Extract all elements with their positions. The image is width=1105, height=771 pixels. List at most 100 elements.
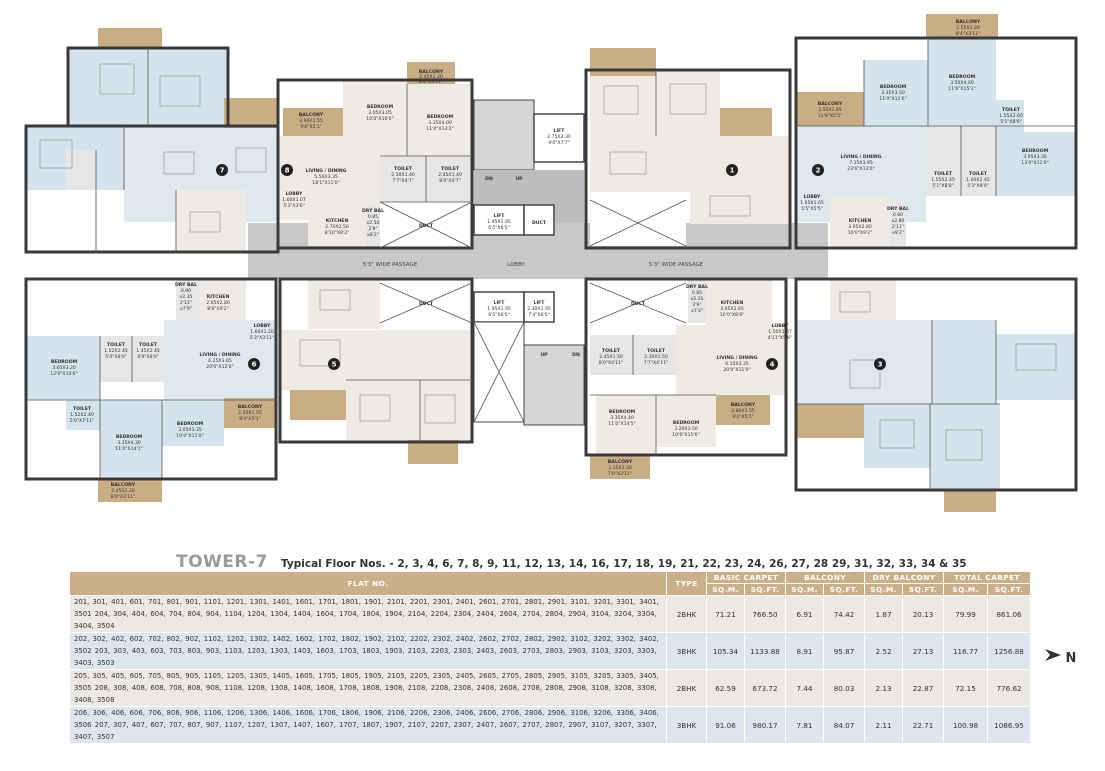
room-dim-ft: 9'2"X5'1" [732,414,754,420]
room-label: BALCONY [419,69,444,75]
header-basic-carpet: BASIC CARPET [705,571,787,584]
dry-balcony-sqft: 20.13 [902,595,945,633]
unit-number: 1 [730,167,735,175]
dry-balcony-sqft: 22.71 [902,706,945,744]
balcony-sqft: 80.03 [823,669,866,707]
duct-label: DUCT [532,220,547,226]
room-dim: 1.55X2.45 [931,177,955,183]
room-dim: 1.52X2.45 [104,348,128,354]
room-dim: 3.05X2.80 [848,224,872,230]
flat-numbers: 205, 305, 405, 605, 705, 805, 905, 1105,… [69,669,667,707]
header-sqft: SQ.FT. [823,583,866,596]
total-sqm: 72.15 [943,669,989,707]
room-dim: 3.65X3.20 [52,365,76,371]
room-dim-ft: 5'0"X8'0" [105,354,127,360]
room-dim: 6.25X3.65 [208,358,232,364]
room-label: BEDROOM [673,420,700,426]
dry-balcony-sqm: 1.87 [864,595,904,633]
room-dim-ft: 5'5"X5'5" [801,206,823,212]
room-label: LIVING / DINING [199,352,240,358]
room-label: LIVING / DINING [716,355,757,361]
lift-dim-ft: 6'5"X6'5" [488,312,510,318]
header-sqft: SQ.FT. [743,583,787,596]
room-dim: 2.90X1.55 [299,118,323,124]
room-label: TOILET [107,342,126,348]
basic-sqm: 62.59 [706,669,745,707]
room-dim: 2.80X1.55 [731,408,755,414]
balcony-sqft: 74.42 [823,595,866,633]
unit-3: 3 [794,277,1078,512]
unit-number: 6 [252,361,257,369]
unit-number: 4 [770,361,775,369]
balcony-sqm: 8.91 [785,632,825,670]
header-balcony: BALCONY [785,571,866,584]
room-dim: 2.45X1.20 [419,74,443,80]
room-dim: 1.60X1.07 [282,197,306,203]
tower-title: TOWER-7 [176,552,268,572]
room-dim: 3.95X3.35 [1023,154,1047,160]
header-type: TYPE [666,571,707,596]
room-dim-ft: x7'9" [180,306,192,312]
floor-plan: 7 8 BALCONY 2.90X1.55 9'6"X5'1" BEDROOM … [24,14,1078,512]
room-dim: 2.70X2.50 [325,224,349,230]
room-dim: x2.20 [691,296,704,302]
room-dim-ft: 23'6"X13'0" [847,166,874,172]
room-dim: 0.85 [692,290,702,296]
room-dim: 0.85 [368,214,378,220]
stair-dn: DN [485,176,493,182]
room-dim-ft: 20'0"X11'0" [723,367,750,373]
room-dim: 1.55X2.60 [999,113,1023,119]
core [473,99,585,426]
room-dim-ft: 10'6"X11'6" [672,432,699,438]
room-label: TOILET [969,171,988,177]
room-dim-ft: 11'0"X13'2" [426,126,453,132]
duct-label: DUCT [631,301,646,307]
basic-sqm: 105.34 [706,632,745,670]
room-dim-ft: 8'4"X5'1" [239,416,261,422]
flat-type: 2BHK [666,595,707,633]
room-label: DRY BAL [175,282,197,288]
balcony-sqft: 95.87 [823,632,866,670]
room-dim-ft: 9'6"X5'1" [300,124,322,130]
lift-label: LIFT [494,213,506,219]
room-dim-ft: 10'0"X11'0" [176,433,203,439]
dry-balcony-sqm: 2.13 [864,669,904,707]
flat-type: 2BHK [666,669,707,707]
total-sqm: 79.99 [943,595,989,633]
room-dim-ft: x9'2" [892,230,904,236]
basic-sqft: 673.72 [743,669,787,707]
room-dim: 2.55X1.20 [956,25,980,31]
room-label: LIVING / DINING [840,154,881,160]
room-dim-ft: 7'0"X3'11" [608,471,633,477]
unit-4: DUCT 4 DRY BAL 0.85 x2.20 2'9" x7'3" KIT… [584,277,792,479]
total-sqft: 861.06 [987,595,1032,633]
header-sqm: SQ.M. [706,583,745,596]
room-dim: 1.45X2.45 [136,348,160,354]
room-label: LOBBY [286,191,303,197]
room-dim-ft: 10'0"X8'8" [720,312,745,318]
room-dim: 3.55X1.65 [818,107,842,113]
passage-label: LOBBY [507,262,525,268]
room-dim: 2.55X1.55 [238,410,262,416]
total-sqm: 116.77 [943,632,989,670]
room-label: KITCHEN [849,218,872,224]
unit-number: 2 [816,167,821,175]
flat-numbers: 206, 306, 406, 606, 706, 806, 906, 1106,… [69,706,667,744]
room-dim-ft: 11'6"X15'1" [948,86,975,92]
room-label: BALCONY [608,459,633,465]
room-dim-ft: 11'0"X11'6" [879,96,906,102]
header-sqm: SQ.M. [943,583,989,596]
room-dim-ft: 12'0"X10'6" [50,371,77,377]
lift-dim: 1.95X1.95 [487,306,511,312]
room-label: BALCONY [299,112,324,118]
room-label: BALCONY [111,482,136,488]
header-dry-balcony: DRY BALCONY [864,571,945,584]
room-dim-ft: 5'3"X8'0" [967,183,989,189]
unit-number: 7 [220,167,225,175]
room-dim-ft: 2'11" [180,300,192,306]
lift-label: LIFT [554,128,566,134]
unit-number: 8 [285,167,290,175]
room-label: BALCONY [731,402,756,408]
unit-5: DUCT 5 [278,277,474,464]
page-heading: TOWER-7 Typical Floor Nos. - 2, 3, 4, 6,… [176,552,1036,572]
